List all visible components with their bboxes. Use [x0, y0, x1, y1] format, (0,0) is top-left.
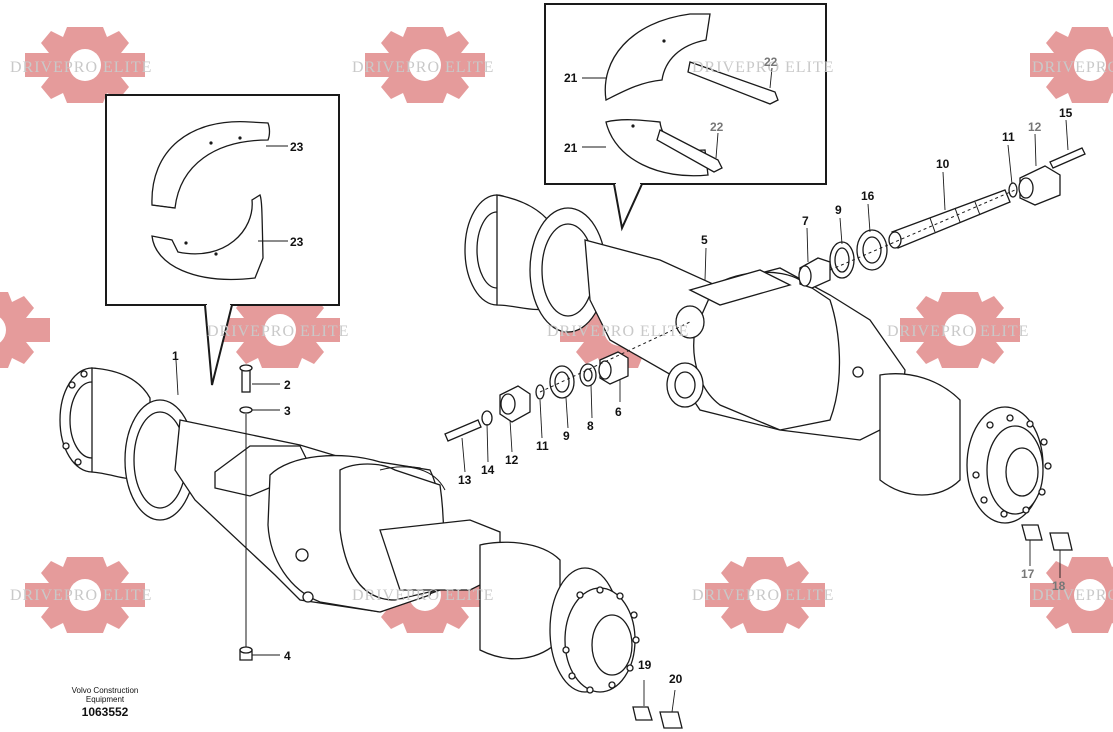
callout-21-bottom: 21 [564, 141, 578, 155]
callout-12-front: 12 [505, 453, 519, 467]
watermark-text: DRIVEPRO ELITE [887, 323, 1029, 340]
callout-21-top: 21 [564, 71, 578, 85]
callout-3: 3 [284, 404, 291, 418]
brand-caption: Volvo Construction Equipment [40, 686, 170, 704]
watermark-text: DRIVEPRO ELITE [1032, 59, 1113, 76]
callout-23-bottom: 23 [290, 235, 304, 249]
watermark-text: DRIVEPRO ELITE [10, 59, 152, 76]
watermark-text: DRIVEPRO ELITE [207, 323, 349, 340]
exploded-pinion-parts [444, 119, 1086, 473]
callout-2: 2 [284, 378, 291, 392]
watermark-text: DRIVEPRO ELITE [692, 587, 834, 604]
callout-12-rear: 12 [1028, 120, 1042, 134]
inset-brake-segments [105, 94, 340, 386]
callout-19: 19 [638, 658, 652, 672]
watermark-gear-icon [0, 292, 50, 368]
callout-8: 8 [587, 419, 594, 433]
callout-labels: 1 2 3 4 5 6 7 8 9 9 10 11 11 12 12 13 14… [172, 55, 1073, 686]
callout-11-rear: 11 [1002, 130, 1015, 144]
callout-1: 1 [172, 349, 179, 363]
watermark-text-layer: DRIVEPRO ELITE DRIVEPRO ELITE DRIVEPRO E… [10, 59, 1113, 604]
hub-studs-right [562, 586, 640, 694]
brand-line-2: Equipment [85, 695, 125, 704]
callout-9-front: 9 [563, 429, 570, 443]
watermark-text: DRIVEPRO ELITE [10, 587, 152, 604]
callout-13: 13 [458, 473, 472, 487]
watermark-text: DRIVEPRO ELITE [352, 59, 494, 76]
drawing-number: 1063552 [81, 705, 129, 719]
callout-23-top: 23 [290, 140, 304, 154]
callout-4: 4 [284, 649, 291, 663]
watermark-text: DRIVEPRO ELITE [352, 587, 494, 604]
callout-10: 10 [936, 157, 950, 171]
axle-assembly-front [59, 359, 683, 729]
callout-22-top: 22 [764, 55, 778, 69]
inset-brake-plates [544, 3, 827, 232]
callout-7: 7 [802, 214, 809, 228]
callout-20: 20 [669, 672, 683, 686]
watermark-text: DRIVEPRO ELITE [1032, 587, 1113, 604]
callout-22-bottom: 22 [710, 120, 724, 134]
watermark-text: DRIVEPRO ELITE [692, 59, 834, 76]
callout-18: 18 [1052, 579, 1066, 593]
watermark-text: DRIVEPRO ELITE [547, 323, 689, 340]
callout-17: 17 [1021, 567, 1035, 581]
callout-16: 16 [861, 189, 875, 203]
callout-5: 5 [701, 233, 708, 247]
callout-6: 6 [615, 405, 622, 419]
callout-14: 14 [481, 463, 495, 477]
axle-assembly-rear [464, 194, 1073, 578]
callout-9-rear: 9 [835, 203, 842, 217]
callout-11-front: 11 [536, 439, 549, 453]
hub-studs-rear-right [972, 414, 1052, 518]
brand-line-1: Volvo Construction [71, 686, 139, 695]
callout-15: 15 [1059, 106, 1073, 120]
